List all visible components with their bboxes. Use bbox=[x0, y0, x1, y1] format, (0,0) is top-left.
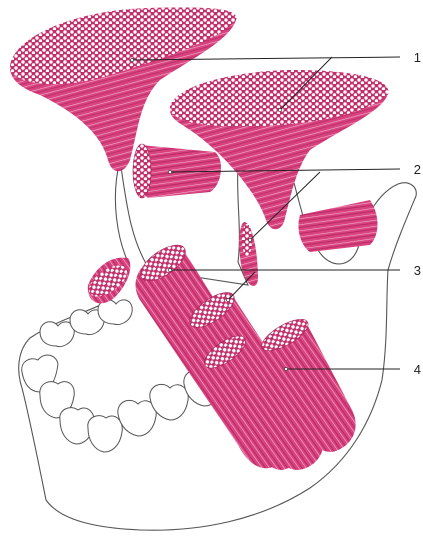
callout-label-4: 4 bbox=[414, 363, 421, 376]
callout-label-3: 3 bbox=[414, 264, 421, 277]
callout-label-2: 2 bbox=[414, 163, 421, 176]
muscle-bundle-right bbox=[298, 200, 377, 252]
muscle-bundle-2 bbox=[133, 144, 221, 198]
callout-label-1: 1 bbox=[414, 51, 421, 64]
